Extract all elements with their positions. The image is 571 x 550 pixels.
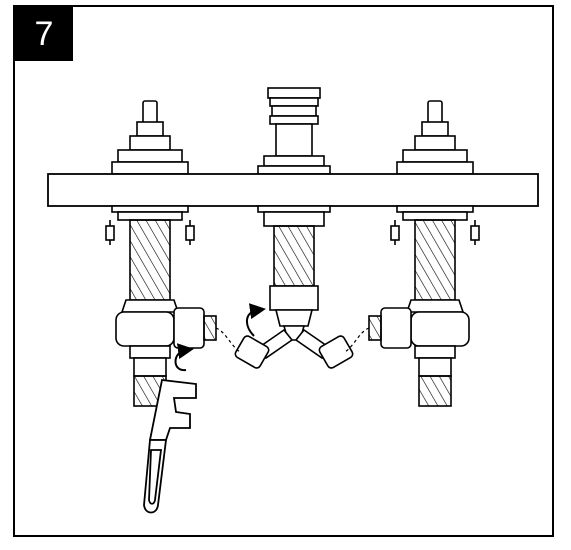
- countertop-deck: [47, 173, 539, 207]
- spout-shank: [257, 205, 331, 341]
- tee-connector: [234, 328, 354, 369]
- hose-paths: [215, 327, 370, 353]
- left-valve-top: [111, 100, 189, 175]
- spout-top: [257, 87, 331, 175]
- rotate-arrow-icon: [174, 303, 266, 372]
- right-valve-top: [396, 100, 474, 175]
- left-valve-body: [105, 205, 217, 407]
- wrench-icon: [143, 379, 197, 514]
- step-number-badge: 7: [15, 7, 73, 61]
- right-valve-body: [368, 205, 480, 407]
